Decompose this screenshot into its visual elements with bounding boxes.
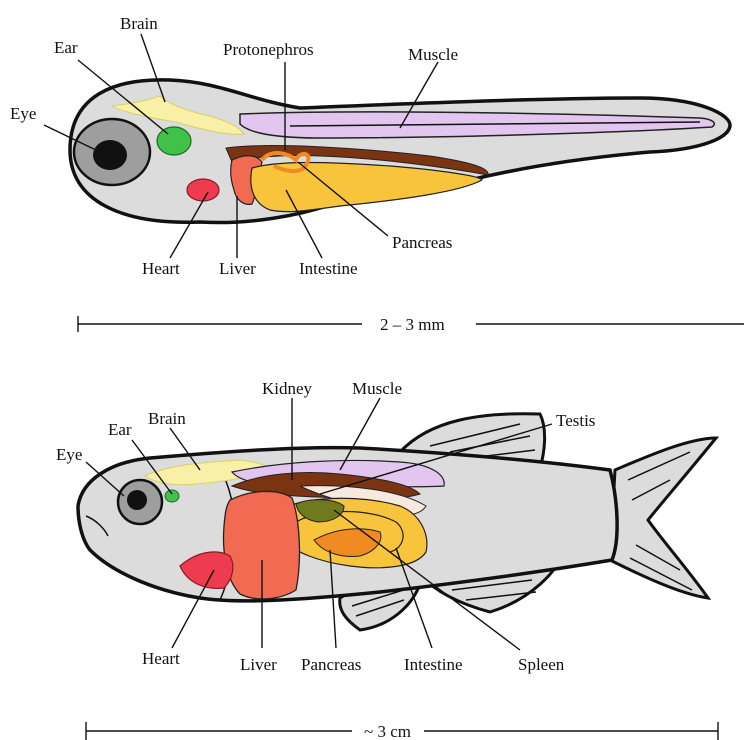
larva-label-brain: Brain [120, 14, 158, 33]
larva-label-eye: Eye [10, 104, 36, 123]
adult-label-testis: Testis [556, 411, 595, 430]
adult-label-intestine: Intestine [404, 655, 463, 674]
adult-illustration [78, 414, 716, 630]
adult-tail-fin [610, 438, 716, 598]
larva-label-liver: Liver [219, 259, 256, 278]
larva-illustration [70, 80, 730, 223]
adult-label-ear: Ear [108, 420, 132, 439]
adult-label-eye: Eye [56, 445, 82, 464]
larva-label-heart: Heart [142, 259, 180, 278]
adult-ear [165, 490, 179, 502]
adult-scale-bar: ~ 3 cm [86, 722, 718, 740]
larva-scale-label: 2 – 3 mm [380, 315, 445, 334]
adult-label-heart: Heart [142, 649, 180, 668]
adult-label-kidney: Kidney [262, 379, 313, 398]
larva-label-protonephros: Protonephros [223, 40, 314, 59]
adult-label-liver: Liver [240, 655, 277, 674]
adult-label-muscle: Muscle [352, 379, 402, 398]
larva-label-intestine: Intestine [299, 259, 358, 278]
larva-ear [157, 127, 191, 155]
larva-eye-pupil [93, 140, 127, 170]
adult-eye-pupil [127, 490, 147, 510]
larva-label-ear: Ear [54, 38, 78, 57]
larva-label-pancreas: Pancreas [392, 233, 452, 252]
adult-label-spleen: Spleen [518, 655, 565, 674]
adult-label-pancreas: Pancreas [301, 655, 361, 674]
adult-scale-label: ~ 3 cm [364, 722, 411, 740]
larva-scale-bar: 2 – 3 mm [78, 315, 744, 334]
larva-label-muscle: Muscle [408, 45, 458, 64]
larva-heart [187, 179, 219, 201]
adult-label-brain: Brain [148, 409, 186, 428]
